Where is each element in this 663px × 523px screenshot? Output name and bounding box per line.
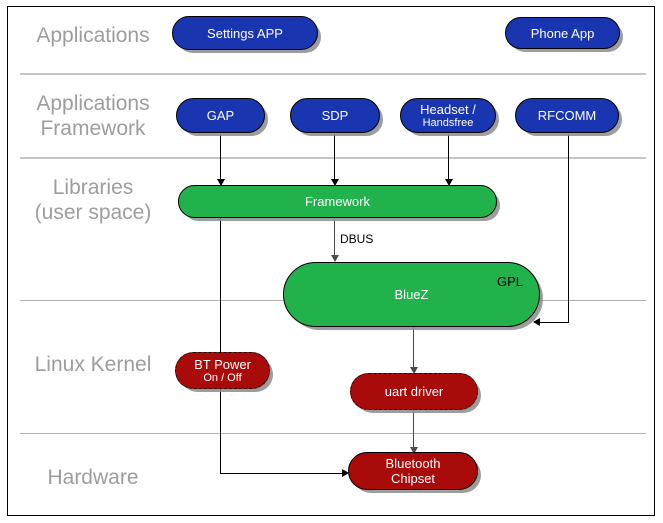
node-rfcomm-label: RFCOMM [537,108,597,123]
layer-label-linux-kernel: Linux Kernel [34,353,152,376]
node-bluetooth-chipset-label: Bluetooth [385,456,441,471]
node-headset-handsfree-sublabel: Handsfree [422,116,474,129]
connector-headset-framework [448,134,449,184]
node-settings-app[interactable]: Settings APP [172,16,318,50]
arrowhead-sdp-framework [331,179,339,186]
arrowhead-rfcomm-bluez [533,318,540,326]
layer-divider-framework [20,157,646,159]
node-settings-app-label: Settings APP [207,25,283,41]
node-uart-driver[interactable]: uart driver [350,373,478,410]
layer-divider-applications [20,73,646,75]
connector-rfcomm-vertical [568,134,569,323]
edge-label-dbus: DBUS [340,232,374,246]
node-bluetooth-chipset-sublabel: Chipset [390,471,436,486]
node-headset-handsfree[interactable]: Headset / Handsfree [400,98,496,133]
node-gap[interactable]: GAP [176,98,265,133]
node-bluez-license-tag: GPL [496,274,523,289]
node-phone-app-label: Phone App [530,25,595,41]
layer-label-hardware: Hardware [47,466,139,489]
node-bluez[interactable]: GPL BlueZ [283,262,540,327]
layer-label-applications: Applications [36,24,150,47]
node-rfcomm[interactable]: RFCOMM [515,98,619,133]
connector-rfcomm-horizontal [540,322,569,323]
connector-framework-chipset-horizontal [220,473,343,474]
node-sdp[interactable]: SDP [290,98,380,133]
node-sdp-label: SDP [321,108,349,123]
node-phone-app[interactable]: Phone App [505,17,620,49]
node-bt-power-label: BT Power [194,356,251,372]
connector-sdp-framework [334,134,335,184]
node-bluez-label: BlueZ [394,287,429,302]
connector-framework-chipset-vertical [220,218,221,474]
connector-uart-chipset [413,410,414,453]
arrowhead-framework-chipset [342,469,349,477]
arrowhead-headset-framework [445,179,453,186]
layer-label-applications-framework: Applications Framework [36,92,150,140]
node-framework-label: Framework [304,194,370,209]
arrowhead-gap-framework [217,179,225,186]
arrowhead-framework-bluez [331,255,339,262]
node-headset-handsfree-label: Headset / [420,101,476,117]
connector-gap-framework [220,134,221,184]
diagram-border [7,6,655,516]
arrowhead-uart-chipset [410,447,418,454]
node-gap-label: GAP [206,108,235,123]
node-uart-driver-label: uart driver [384,384,444,399]
layer-divider-kernel [20,433,646,434]
node-framework[interactable]: Framework [178,185,497,218]
node-bt-power-sublabel: On / Off [203,371,242,384]
node-bluetooth-chipset[interactable]: Bluetooth Chipset [348,452,478,490]
layer-label-libraries: Libraries (user space) [34,176,152,224]
connector-bluez-uart [413,327,414,372]
connector-framework-bluez [334,218,335,258]
arrowhead-bluez-uart [410,367,418,374]
node-bt-power[interactable]: BT Power On / Off [175,352,270,389]
